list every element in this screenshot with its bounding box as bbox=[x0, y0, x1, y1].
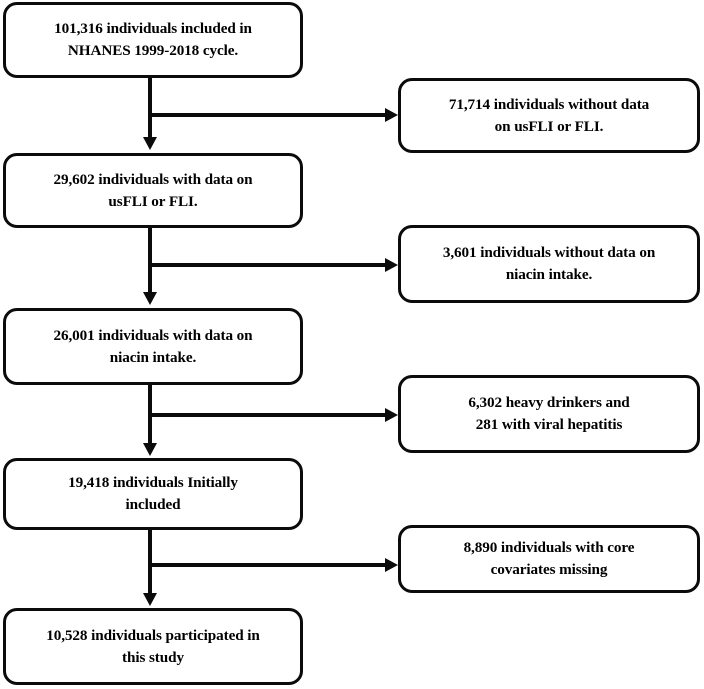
arrow-right-4 bbox=[385, 558, 398, 572]
final-participants-label: 10,528 individuals participated in this … bbox=[46, 626, 260, 666]
connector-vertical-4 bbox=[148, 530, 152, 593]
connector-horizontal-3 bbox=[148, 413, 385, 417]
with-usfli-or-fli-label: 29,602 individuals with data on usFLI or… bbox=[53, 170, 253, 210]
final-participants-box: 10,528 individuals participated in this … bbox=[3, 608, 303, 685]
arrow-right-3 bbox=[385, 408, 398, 422]
arrow-right-1 bbox=[385, 108, 398, 122]
excluded-missing-covariates-label: 8,890 individuals with core covariates m… bbox=[463, 539, 635, 578]
excluded-missing-covariates-box: 8,890 individuals with core covariates m… bbox=[398, 525, 700, 593]
connector-horizontal-1 bbox=[148, 113, 385, 117]
arrow-down-3 bbox=[143, 443, 157, 456]
arrow-down-2 bbox=[143, 292, 157, 305]
included-total-label: 101,316 individuals included in NHANES 1… bbox=[54, 20, 252, 59]
connector-horizontal-4 bbox=[148, 563, 385, 567]
excluded-drinkers-hepatitis-box: 6,302 heavy drinkers and 281 with viral … bbox=[398, 375, 700, 453]
arrow-right-2 bbox=[385, 258, 398, 272]
excluded-no-niacin-box: 3,601 individuals without data on niacin… bbox=[398, 225, 700, 303]
connector-vertical-1 bbox=[148, 78, 152, 137]
initially-included-label: 19,418 individuals Initially included bbox=[68, 474, 238, 513]
arrow-down-1 bbox=[143, 137, 157, 150]
excluded-no-usfli-label: 71,714 individuals without data on usFLI… bbox=[448, 95, 650, 135]
excluded-no-niacin-label: 3,601 individuals without data on niacin… bbox=[442, 244, 656, 283]
with-niacin-intake-label: 26,001 individuals with data on niacin i… bbox=[53, 326, 253, 366]
excluded-no-usfli-box: 71,714 individuals without data on usFLI… bbox=[398, 78, 700, 153]
arrow-down-4 bbox=[143, 593, 157, 606]
with-usfli-or-fli-box: 29,602 individuals with data on usFLI or… bbox=[3, 153, 303, 228]
excluded-drinkers-hepatitis-label: 6,302 heavy drinkers and 281 with viral … bbox=[468, 394, 630, 433]
connector-vertical-2 bbox=[148, 228, 152, 292]
initially-included-box: 19,418 individuals Initially included bbox=[3, 458, 303, 530]
included-total-box: 101,316 individuals included in NHANES 1… bbox=[3, 2, 303, 78]
connector-horizontal-2 bbox=[148, 263, 385, 267]
with-niacin-intake-box: 26,001 individuals with data on niacin i… bbox=[3, 308, 303, 385]
